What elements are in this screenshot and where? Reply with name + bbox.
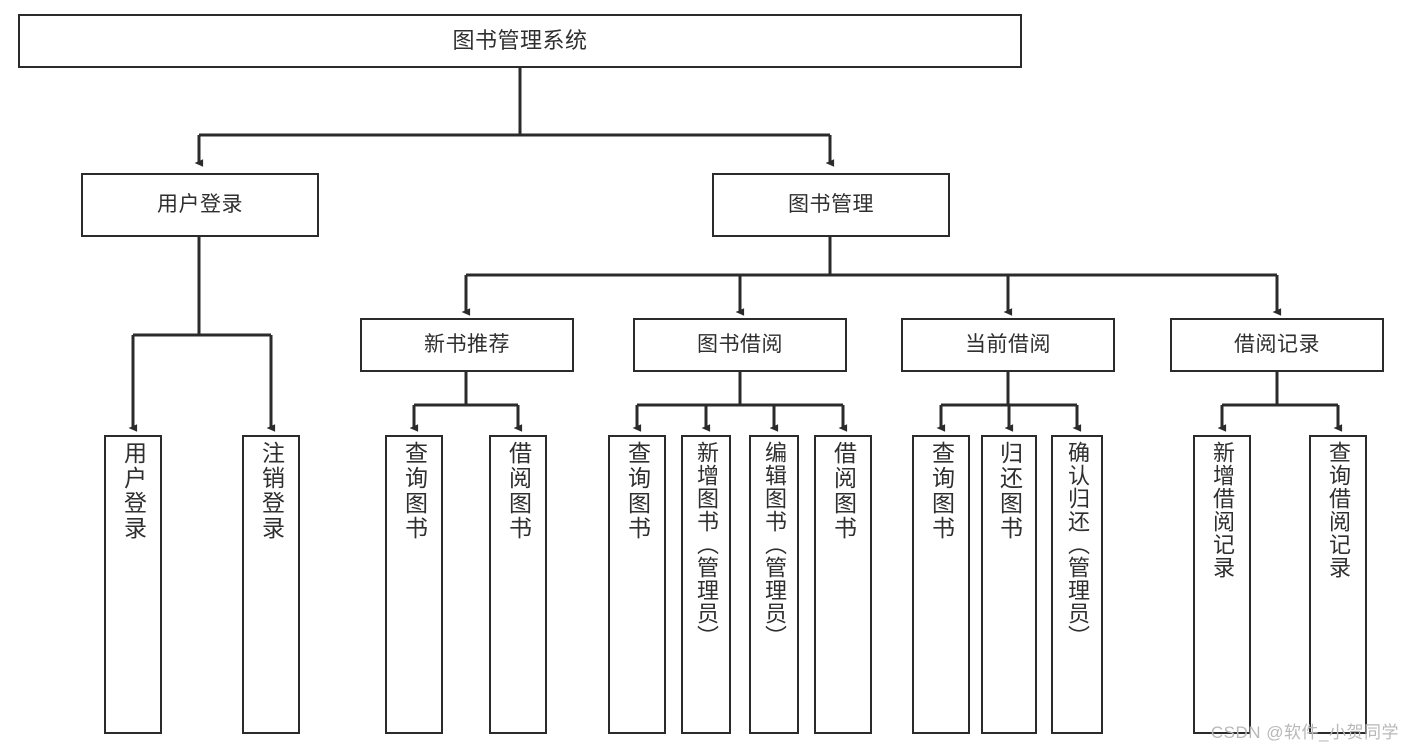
node-current-borrow[interactable]: 当前借阅: [901, 318, 1115, 372]
node-root-label: 图书管理系统: [452, 28, 588, 54]
csdn-watermark: CSDN @软件_小贺同学: [1210, 723, 1399, 742]
leaf-recommend-query-book[interactable]: 查询图书: [385, 435, 443, 734]
leaf-borrow-lend-book[interactable]: 借阅图书: [814, 435, 872, 734]
node-book-management-label: 图书管理: [788, 192, 874, 216]
leaf-borrow-add-book-admin[interactable]: 新增图书（管理员）: [681, 435, 731, 734]
leaf-current-query-book[interactable]: 查询图书: [912, 435, 970, 734]
leaf-user-logout-label: 注销登录: [258, 441, 285, 541]
leaf-borrow-edit-book-admin[interactable]: 编辑图书（管理员）: [749, 435, 799, 734]
leaf-current-return-book[interactable]: 归还图书: [981, 435, 1037, 734]
node-new-book-recommend-label: 新书推荐: [424, 332, 510, 356]
node-book-management[interactable]: 图书管理: [712, 173, 950, 237]
leaf-current-confirm-return-admin-label: 确认归还（管理员）: [1065, 441, 1090, 648]
leaf-borrow-query-book-label: 查询图书: [624, 441, 651, 541]
node-user-login-label: 用户登录: [157, 192, 243, 216]
leaf-user-login[interactable]: 用户登录: [104, 435, 162, 734]
leaf-user-login-label: 用户登录: [120, 441, 147, 541]
node-new-book-recommend[interactable]: 新书推荐: [360, 318, 574, 372]
leaf-borrow-query-book[interactable]: 查询图书: [608, 435, 666, 734]
node-borrow-record[interactable]: 借阅记录: [1170, 318, 1384, 372]
leaf-record-add-label: 新增借阅记录: [1210, 441, 1235, 579]
leaf-user-logout[interactable]: 注销登录: [242, 435, 300, 734]
node-root[interactable]: 图书管理系统: [18, 14, 1022, 68]
leaf-recommend-borrow-book-label: 借阅图书: [505, 441, 532, 541]
node-user-login[interactable]: 用户登录: [81, 173, 319, 237]
leaf-borrow-edit-book-admin-label: 编辑图书（管理员）: [762, 441, 787, 648]
node-current-borrow-label: 当前借阅: [965, 332, 1051, 356]
leaf-borrow-add-book-admin-label: 新增图书（管理员）: [694, 441, 719, 648]
leaf-current-query-book-label: 查询图书: [928, 441, 955, 541]
node-book-borrow-label: 图书借阅: [697, 332, 783, 356]
leaf-record-search-label: 查询借阅记录: [1326, 441, 1351, 579]
leaf-record-add[interactable]: 新增借阅记录: [1193, 435, 1251, 734]
leaf-recommend-borrow-book[interactable]: 借阅图书: [489, 435, 547, 734]
node-book-borrow[interactable]: 图书借阅: [633, 318, 847, 372]
leaf-current-confirm-return-admin[interactable]: 确认归还（管理员）: [1051, 435, 1103, 734]
leaf-current-return-book-label: 归还图书: [996, 441, 1023, 541]
leaf-borrow-lend-book-label: 借阅图书: [830, 441, 857, 541]
leaf-record-search[interactable]: 查询借阅记录: [1309, 435, 1367, 734]
leaf-recommend-query-book-label: 查询图书: [401, 441, 428, 541]
node-borrow-record-label: 借阅记录: [1234, 332, 1320, 356]
